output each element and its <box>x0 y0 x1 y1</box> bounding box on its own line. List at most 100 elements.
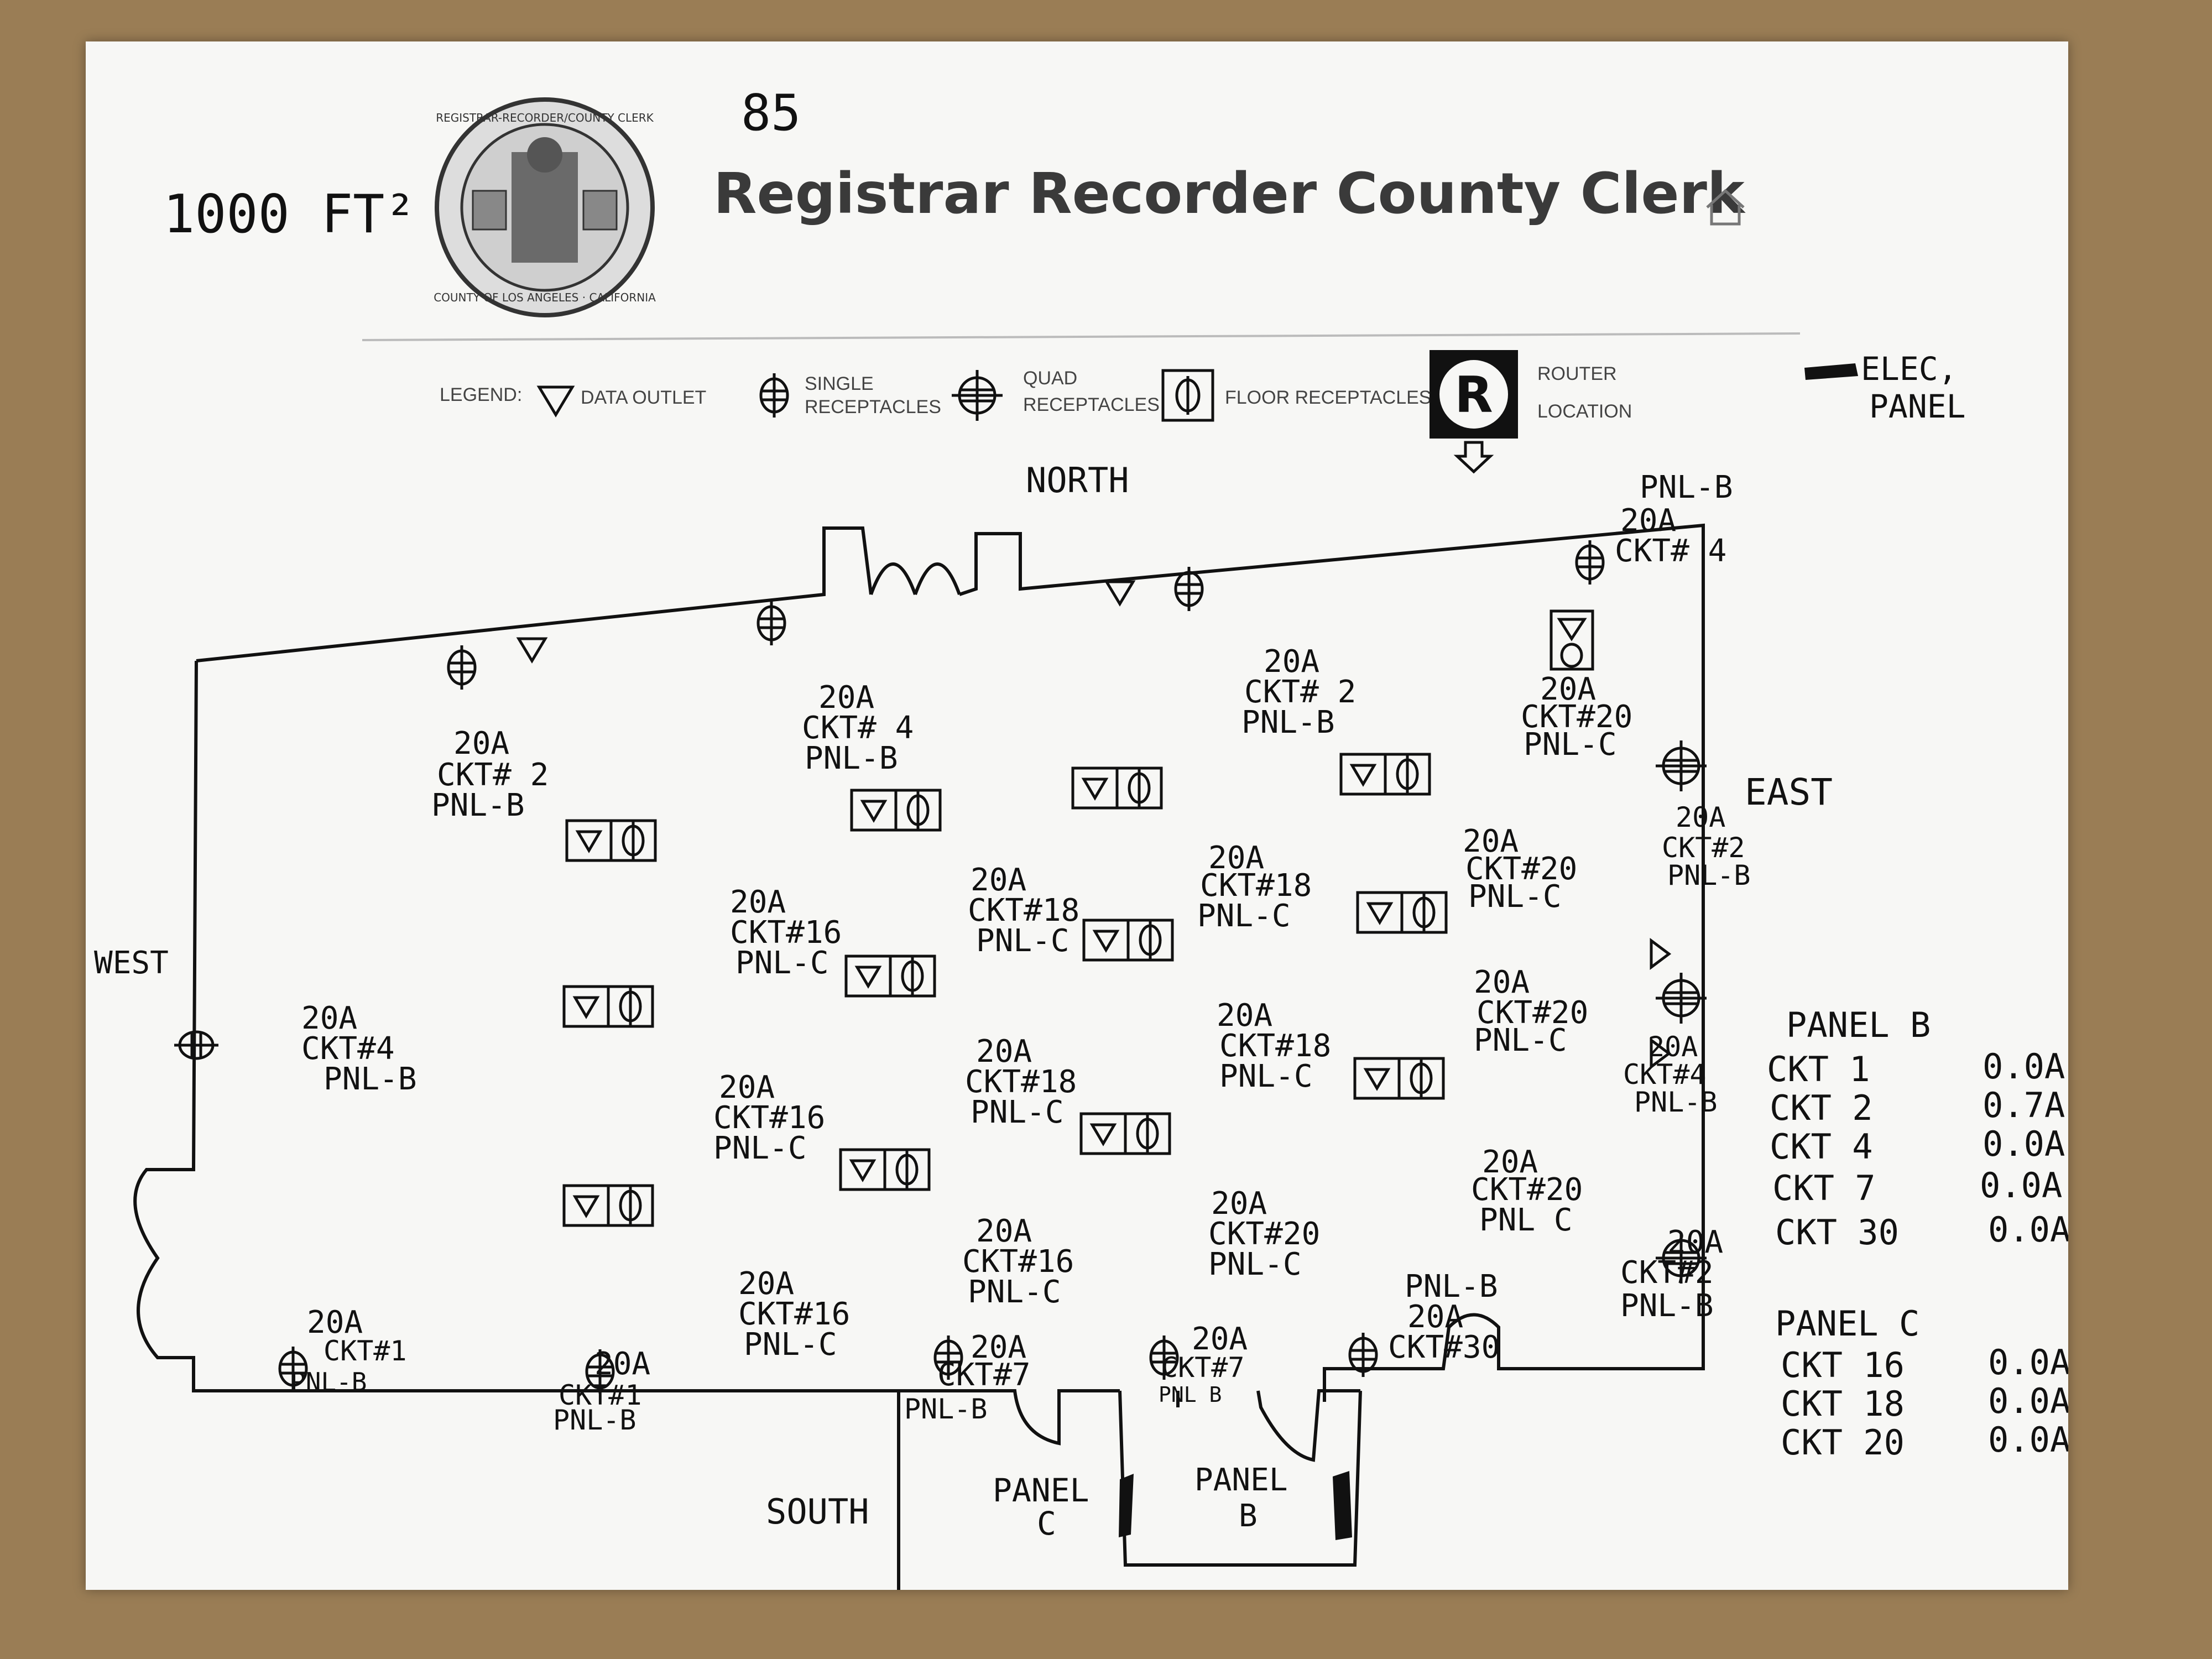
county-seal: REGISTRAR-RECORDER/COUNTY CLERK COUNTY O… <box>434 97 656 317</box>
data-outlet-icon <box>1650 938 1672 970</box>
panel-b-ckt: CKT 7 <box>1772 1168 1876 1208</box>
panel-b-amps: 0.0A <box>1983 1124 2065 1164</box>
panel-b-amps: 0.0A <box>1980 1165 2062 1206</box>
data-outlet-icon <box>536 385 575 418</box>
outlet-label: PNL-C <box>976 923 1070 959</box>
seal-text-bottom: COUNTY OF LOS ANGELES · CALIFORNIA <box>434 291 656 304</box>
data-outlet-icon <box>1107 582 1133 604</box>
outlet-label: CKT#16 <box>738 1296 850 1332</box>
direction-east: EAST <box>1745 771 1833 813</box>
single-receptacle-icon <box>1577 540 1603 585</box>
quad-receptacle-icon <box>1656 740 1707 791</box>
area-annotation: 1000 FT² <box>163 184 416 245</box>
outlet-labels: 20A CKT# 2 PNL-B 20A CKT# 4 PNL-B 20A CK… <box>290 469 1751 1436</box>
outlet-label: PNL-C <box>1468 879 1562 915</box>
floor-box <box>852 790 940 830</box>
outlet-label: CKT#18 <box>965 1064 1077 1100</box>
direction-north: NORTH <box>1026 460 1129 500</box>
direction-south: SOUTH <box>766 1491 869 1532</box>
floor-box <box>567 821 655 860</box>
legend-quad-b: RECEPTACLES <box>1023 394 1160 415</box>
floor-box <box>846 956 935 996</box>
outlet-label: PNL-C <box>1197 898 1291 934</box>
outlet-label: 20A <box>1474 964 1530 1000</box>
panel-b-amps: 0.0A <box>1988 1209 2068 1250</box>
single-receptacle-icon <box>448 645 475 690</box>
legend-label: LEGEND: <box>440 384 522 405</box>
panel-c-box <box>1119 1474 1134 1537</box>
outlet-label: CKT#18 <box>1200 868 1312 904</box>
home-icon[interactable] <box>1706 189 1745 226</box>
outlet-label: PNL-B <box>1634 1086 1718 1118</box>
outlet-label: CKT#16 <box>713 1100 825 1136</box>
outlet-label: CKT# 2 <box>1244 674 1356 710</box>
panel-c-amps: 0.0A <box>1988 1342 2068 1383</box>
electrical-panel-icon <box>1804 363 1858 380</box>
outlet-label: CKT#20 <box>1521 699 1632 735</box>
outlet-label: 20A <box>1667 1224 1723 1260</box>
outlet-label: 20A <box>1540 671 1596 707</box>
outlet-label: PNL-C <box>971 1094 1064 1130</box>
outlet-label: PNL B <box>1159 1383 1222 1407</box>
floor-plan-sheet: 1000 FT² 85 REGISTRAR-RECORDER/COUNTY CL… <box>86 41 2068 1590</box>
outlet-label: PNL-B <box>431 787 525 823</box>
panel-c-table: PANEL C CKT 16 0.0A CKT 18 0.0A CKT 20 0… <box>1775 1303 2068 1463</box>
outlet-label: CKT#1 <box>324 1335 407 1367</box>
outlet-label: CKT#18 <box>968 893 1079 928</box>
outlet-label: PNL C <box>1479 1202 1573 1238</box>
panel-b-amps: 0.7A <box>1983 1085 2065 1125</box>
panel-c-amps: 0.0A <box>1988 1420 2068 1460</box>
single-receptacle-icon <box>761 373 787 418</box>
outlet-label: CKT# 4 <box>802 710 914 746</box>
panel-b-ckt: CKT 30 <box>1775 1212 1899 1253</box>
outlet-label: 20A <box>1676 801 1725 833</box>
outlet-label: 20A <box>453 726 509 761</box>
outlet-label: PNL-B <box>1241 705 1335 740</box>
outlet-label: 20A <box>971 862 1026 898</box>
outlet-label: 20A <box>976 1213 1032 1249</box>
outlet-label: CKT#20 <box>1477 995 1588 1031</box>
single-receptacle-icon <box>758 601 785 645</box>
floor-box <box>564 1186 653 1225</box>
outlet-label: 20A <box>1211 1186 1267 1222</box>
outlet-label: CKT#30 <box>1388 1329 1500 1365</box>
router-letter: R <box>1454 366 1493 424</box>
panel-b-box <box>1333 1471 1352 1540</box>
floor-receptacle-icon <box>1161 369 1214 422</box>
floor-box <box>1081 1114 1170 1154</box>
outlet-label: 20A <box>1648 1031 1698 1063</box>
outlet-label: 20A <box>1217 998 1272 1034</box>
panel-b-amps: 0.0A <box>1983 1046 2065 1087</box>
legend-router-a: ROUTER <box>1537 363 1617 384</box>
outlet-label: 20A <box>307 1305 363 1340</box>
data-outlet-icon <box>519 639 545 661</box>
outlet-label: PNL-B <box>1640 469 1733 505</box>
seal-text-top: REGISTRAR-RECORDER/COUNTY CLERK <box>436 111 654 124</box>
outlet-label: CKT# 2 <box>437 757 549 793</box>
panel-b-label-a: PANEL <box>1194 1462 1288 1498</box>
outlet-label: CKT#16 <box>962 1244 1074 1280</box>
outlet-label: PNL-B <box>805 740 898 776</box>
floor-box <box>841 1150 929 1190</box>
outlet-label: PNL-C <box>968 1274 1061 1310</box>
outlet-label: PNL-C <box>1208 1246 1302 1282</box>
outlet-label: CKT#2 <box>1662 832 1745 864</box>
outlet-label: CKT#20 <box>1465 851 1577 887</box>
panel-b-ckt: CKT 2 <box>1770 1088 1873 1128</box>
outlet-label: PNL-C <box>1524 727 1617 763</box>
panel-c-ckt: CKT 18 <box>1781 1384 1905 1424</box>
legend-single-a: SINGLE <box>805 373 874 394</box>
outlet-label: CKT#1 <box>559 1379 642 1411</box>
outlet-label: PNL-B <box>290 1367 367 1397</box>
legend-quad-a: QUAD <box>1023 368 1077 389</box>
outlet-label: CKT#4 <box>1623 1058 1707 1091</box>
outlet-label: 20A <box>976 1034 1032 1070</box>
legend-single-b: RECEPTACLES <box>805 397 941 418</box>
outlet-label: PNL-C <box>1474 1022 1567 1058</box>
quad-receptacle-icon <box>1656 973 1707 1024</box>
outlet-label: CKT# 4 <box>1615 533 1726 569</box>
outlet-label: 20A <box>1264 644 1319 680</box>
outlet-label: 20A <box>1620 503 1676 539</box>
page-title: Registrar Recorder County Clerk <box>713 161 1746 227</box>
panel-b-ckt: CKT 1 <box>1767 1049 1870 1089</box>
